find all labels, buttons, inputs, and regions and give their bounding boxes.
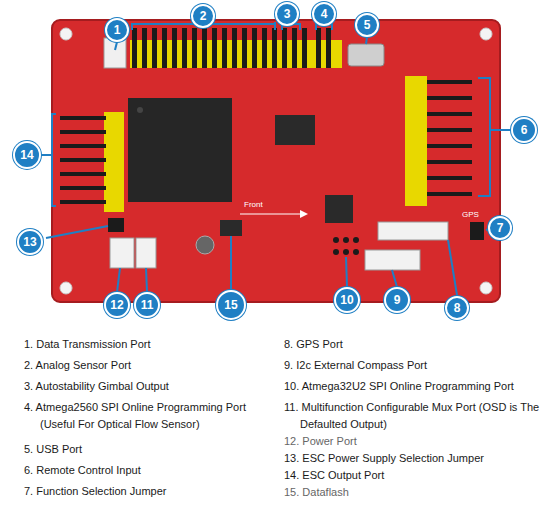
callout-number: 12 [110,299,123,311]
compass-port [365,250,420,270]
circuit-board [52,20,500,302]
callout-number: 2 [200,10,207,22]
input-header [405,76,472,206]
power-port [110,238,134,268]
legend-entry: 14. ESC Output Port [284,467,544,484]
callout-circle: 8 [445,296,469,320]
callout-number: 1 [114,24,121,36]
callout-circle: 14 [13,141,41,169]
callout-number: 13 [23,236,36,248]
legend-entry: 9. I2c External Compass Port [284,357,544,374]
reset-button [196,236,214,254]
callout-number: 10 [340,294,353,306]
callout-circle: 5 [355,13,379,37]
mount-hole [480,282,492,294]
callout-number: 7 [497,222,504,234]
callout-number: 5 [364,19,371,31]
callout-circle: 15 [216,290,246,320]
gps-port [378,222,448,240]
callout-circle: 12 [104,292,130,318]
callout-circle: 1 [105,18,129,42]
mount-hole [60,282,72,294]
callout-circle: 6 [511,117,537,143]
callout-number: 11 [141,299,154,311]
dataflash-chip [220,220,242,236]
callout-number: 15 [224,299,237,311]
pin-header-top [130,28,342,68]
mux-port [136,238,156,268]
callout-circle: 13 [17,229,43,255]
legend-entry: 2. Analog Sensor Port [24,357,274,374]
mount-hole [60,28,72,40]
small-chip [325,195,353,223]
esc-jumper [108,218,124,232]
callout-number: 14 [20,149,33,161]
front-arrow [240,214,300,215]
callout-number: 9 [394,294,401,306]
callout-circle: 9 [384,287,410,313]
callout-circle: 4 [312,2,336,26]
leader-lines [41,22,511,295]
function-jumper [470,222,484,240]
callout-circle: 7 [488,216,512,240]
legend-entry: 4. Atmega2560 SPI Online Programming Por… [24,399,270,433]
legend-entry: 1. Data Transmission Port [24,336,274,353]
sensor-chip [275,115,315,145]
legend-entry: 3. Autostability Gimbal Output [24,378,274,395]
callout-circle: 11 [134,292,160,318]
callout-circle: 2 [191,4,215,28]
legend-entry: 12. Power Port [284,433,544,450]
legend-entry: 8. GPS Port [284,336,544,353]
callout-number: 3 [284,8,291,20]
usb-port [348,44,384,66]
legend-entry: 15. Dataflash [284,484,544,501]
silkscreen-text: GPS [462,210,479,220]
data-port [104,38,126,68]
microcontroller-chip [128,98,232,202]
callout-number: 8 [454,302,461,314]
legend-entry: 11. Multifunction Configurable Mux Port … [284,399,544,433]
legend-entry: 10. Atmega32U2 SPI Online Programming Po… [284,378,544,395]
callout-circle: 10 [334,287,360,313]
callout-number: 4 [321,8,328,20]
output-header [60,112,124,212]
callout-number: 6 [521,124,528,136]
legend-entry: 5. USB Port [24,441,274,458]
spi-pins [333,237,359,255]
legend-entry: 7. Function Selection Jumper [24,483,274,500]
callout-circle: 3 [275,2,299,26]
legend-entry: 6. Remote Control Input [24,462,274,479]
legend-entry: 13. ESC Power Supply Selection Jumper [284,450,544,467]
mount-hole [480,28,492,40]
silkscreen-text: Front [244,200,263,210]
